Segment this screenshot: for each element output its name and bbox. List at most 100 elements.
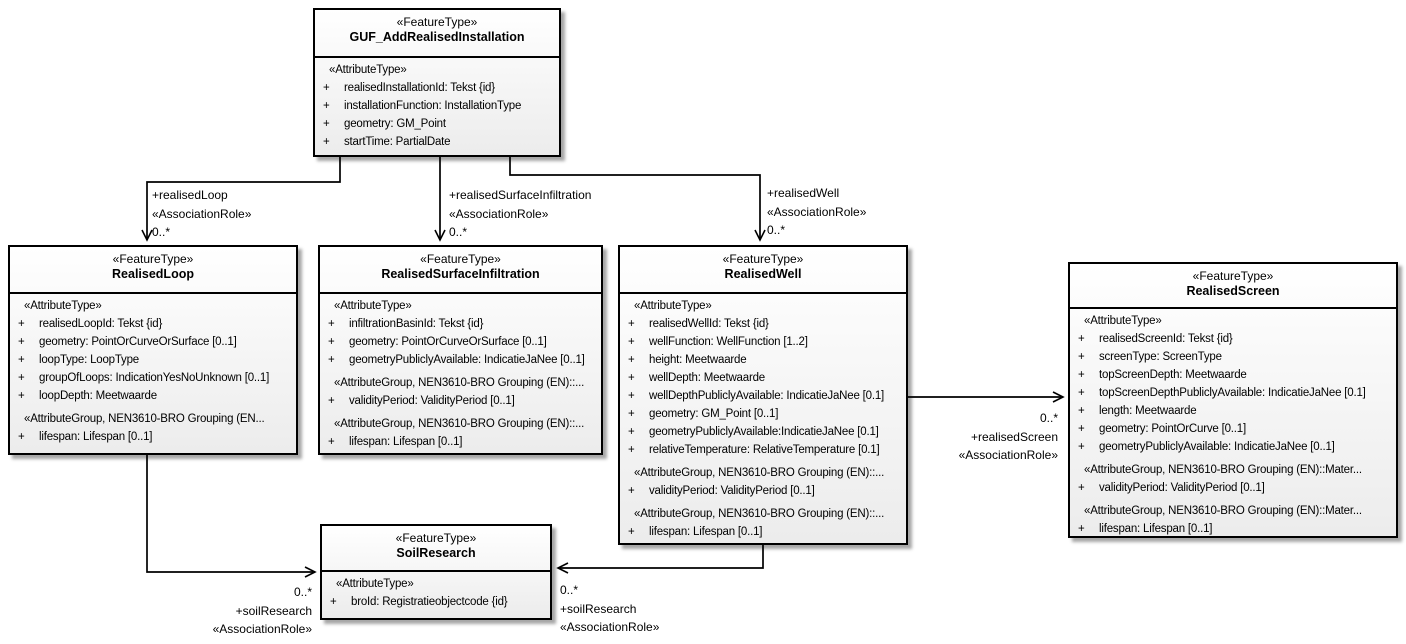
row-text: geometry: PointOrCurveOrSurface [0..1]: [39, 336, 237, 348]
attribute-row: + lifespan: Lifespan [0..1]: [15, 428, 293, 446]
class-stereotype: «FeatureType»: [396, 15, 478, 29]
attribute-row: + geometry: GM_Point: [320, 115, 556, 133]
row-text: loopDepth: Meetwaarde: [39, 390, 157, 402]
class-stereotype: «FeatureType»: [395, 531, 477, 545]
visibility-public-marker: +: [18, 318, 25, 330]
class-name: RealisedLoop: [112, 267, 194, 281]
row-text: height: Meetwaarde: [649, 354, 747, 366]
visibility-public-marker: +: [628, 485, 635, 497]
class-header: «FeatureType» SoilResearch: [322, 526, 550, 572]
row-text: «AttributeType»: [334, 300, 412, 312]
row-text: broId: Registratieobjectcode {id}: [351, 596, 508, 608]
row-text: startTime: PartialDate: [344, 136, 451, 148]
class-header: «FeatureType» RealisedScreen: [1070, 264, 1396, 309]
row-text: infiltrationBasinId: Tekst {id}: [349, 318, 484, 330]
row-text: geometry: PointOrCurve [0..1]: [1099, 423, 1246, 435]
visibility-public-marker: +: [1078, 369, 1085, 381]
attribute-row: +geometryPubliclyAvailable: IndicatieJaN…: [1075, 438, 1393, 456]
class-header: «FeatureType» GUF_AddRealisedInstallatio…: [315, 10, 559, 58]
stereotype-row: «AttributeType»: [625, 297, 903, 315]
class-name: GUF_AddRealisedInstallation: [349, 30, 525, 44]
association-soil-research-from-loop: [146, 455, 317, 578]
attribute-row: +relativeTemperature: RelativeTemperatur…: [625, 441, 903, 459]
association-label-line: +realisedScreen: [970, 429, 1058, 444]
stereotype-row: «AttributeType»: [1075, 312, 1393, 330]
association-label-line: 0..*: [152, 225, 171, 239]
attribute-row: +geometryPubliclyAvailable: IndicatieJaN…: [325, 351, 598, 369]
class-box-screen[interactable]: «FeatureType» RealisedScreen «AttributeT…: [1068, 262, 1398, 538]
row-text: «AttributeType»: [336, 578, 414, 590]
row-text: geometry: PointOrCurveOrSurface [0..1]: [349, 336, 547, 348]
row-text: geometry: GM_Point [0..1]: [649, 408, 779, 420]
attribute-row: +topScreenDepth: Meetwaarde: [1075, 366, 1393, 384]
row-text: «AttributeGroup, NEN3610-BRO Grouping (E…: [334, 377, 585, 389]
association-label-realised-surface-infiltration: +realisedSurfaceInfiltration«Association…: [449, 186, 591, 242]
attribute-row: +height: Meetwaarde: [625, 351, 903, 369]
attribute-row: +lifespan: Lifespan [0..1]: [325, 433, 598, 451]
visibility-public-marker: +: [628, 390, 635, 402]
attributes-compartment: «AttributeType»+realisedScreenId: Tekst …: [1070, 309, 1396, 538]
association-label-line: 0..*: [293, 585, 312, 599]
row-text: «AttributeGroup, NEN3610-BRO Grouping (E…: [634, 508, 885, 520]
row-text: geometryPubliclyAvailable:IndicatieJaNee…: [649, 426, 879, 438]
row-text: geometryPubliclyAvailable: IndicatieJaNe…: [1099, 441, 1335, 453]
visibility-public-marker: +: [628, 318, 635, 330]
visibility-public-marker: +: [1078, 405, 1085, 417]
row-text: lifespan: Lifespan [0..1]: [39, 431, 153, 443]
visibility-public-marker: +: [328, 436, 335, 448]
attribute-row: +validityPeriod: ValidityPeriod [0..1]: [325, 392, 598, 410]
attribute-row: + geometry: PointOrCurveOrSurface [0..1]: [325, 333, 598, 351]
visibility-public-marker: +: [323, 100, 330, 112]
class-box-loop[interactable]: «FeatureType» RealisedLoop «AttributeTyp…: [8, 245, 298, 455]
visibility-public-marker: +: [328, 336, 335, 348]
visibility-public-marker: +: [323, 118, 330, 130]
row-text: realisedScreenId: Tekst {id}: [1099, 333, 1233, 345]
class-box-soil[interactable]: «FeatureType» SoilResearch «AttributeTyp…: [320, 524, 552, 620]
association-label-soil-research-left: 0..*+soilResearch«AssociationRole»: [213, 583, 312, 639]
row-text: «AttributeType»: [1084, 315, 1162, 327]
row-text: installationFunction: InstallationType: [344, 100, 522, 112]
visibility-public-marker: +: [18, 354, 25, 366]
attribute-row: +wellDepthPubliclyAvailable: IndicatieJa…: [625, 387, 903, 405]
visibility-public-marker: +: [18, 431, 25, 443]
stereotype-row: «AttributeType»: [325, 297, 598, 315]
visibility-public-marker: +: [328, 395, 335, 407]
class-box-rsi[interactable]: «FeatureType» RealisedSurfaceInfiltratio…: [318, 245, 603, 455]
class-box-guf[interactable]: «FeatureType» GUF_AddRealisedInstallatio…: [313, 8, 561, 157]
row-text: lifespan: Lifespan [0..1]: [1099, 523, 1213, 535]
attribute-row: +validityPeriod: ValidityPeriod [0..1]: [625, 482, 903, 500]
attribute-row: +realisedScreenId: Tekst {id}: [1075, 330, 1393, 348]
association-label-line: 0..*: [767, 223, 786, 237]
row-text: geometry: GM_Point: [344, 118, 446, 130]
association-label-line: 0..*: [1039, 411, 1058, 425]
row-text: «AttributeGroup, NEN3610-BRO Grouping (E…: [334, 418, 585, 430]
attributes-compartment: «AttributeType»+realisedLoopId: Tekst {i…: [10, 294, 296, 446]
visibility-public-marker: +: [628, 372, 635, 384]
attribute-row: +groupOfLoops: IndicationYesNoUnknown [0…: [15, 369, 293, 387]
class-box-well[interactable]: «FeatureType» RealisedWell «AttributeTyp…: [618, 245, 908, 545]
row-text: geometryPubliclyAvailable: IndicatieJaNe…: [349, 354, 585, 366]
attribute-row: +length: Meetwaarde: [1075, 402, 1393, 420]
attribute-row: +lifespan: Lifespan [0..1]: [1075, 520, 1393, 538]
class-header: «FeatureType» RealisedSurfaceInfiltratio…: [320, 247, 601, 294]
association-label-line: +soilResearch: [560, 601, 637, 616]
attribute-row: + geometry: PointOrCurve [0..1]: [1075, 420, 1393, 438]
row-text: «AttributeGroup, NEN3610-BRO Grouping (E…: [24, 413, 265, 425]
row-text: wellFunction: WellFunction [1..2]: [649, 336, 808, 348]
class-name: RealisedSurfaceInfiltration: [381, 267, 540, 281]
visibility-public-marker: +: [1078, 423, 1085, 435]
attribute-row: + wellFunction: WellFunction [1..2]: [625, 333, 903, 351]
visibility-public-marker: +: [328, 318, 335, 330]
class-stereotype: «FeatureType»: [1192, 269, 1274, 283]
row-text: «AttributeType»: [634, 300, 712, 312]
attribute-row: +broId: Registratieobjectcode {id}: [327, 593, 547, 611]
row-text: realisedWellId: Tekst {id}: [649, 318, 769, 330]
association-label-realised-screen: 0..*+realisedScreen«AssociationRole»: [959, 409, 1058, 465]
attribute-row: +lifespan: Lifespan [0..1]: [625, 523, 903, 541]
visibility-public-marker: +: [628, 336, 635, 348]
attribute-row: + infiltrationBasinId: Tekst {id}: [325, 315, 598, 333]
attribute-row: +realisedInstallationId: Tekst {id}: [320, 79, 556, 97]
attribute-row: +topScreenDepthPubliclyAvailable: Indica…: [1075, 384, 1393, 402]
association-soil-research-from-well: [556, 545, 764, 574]
